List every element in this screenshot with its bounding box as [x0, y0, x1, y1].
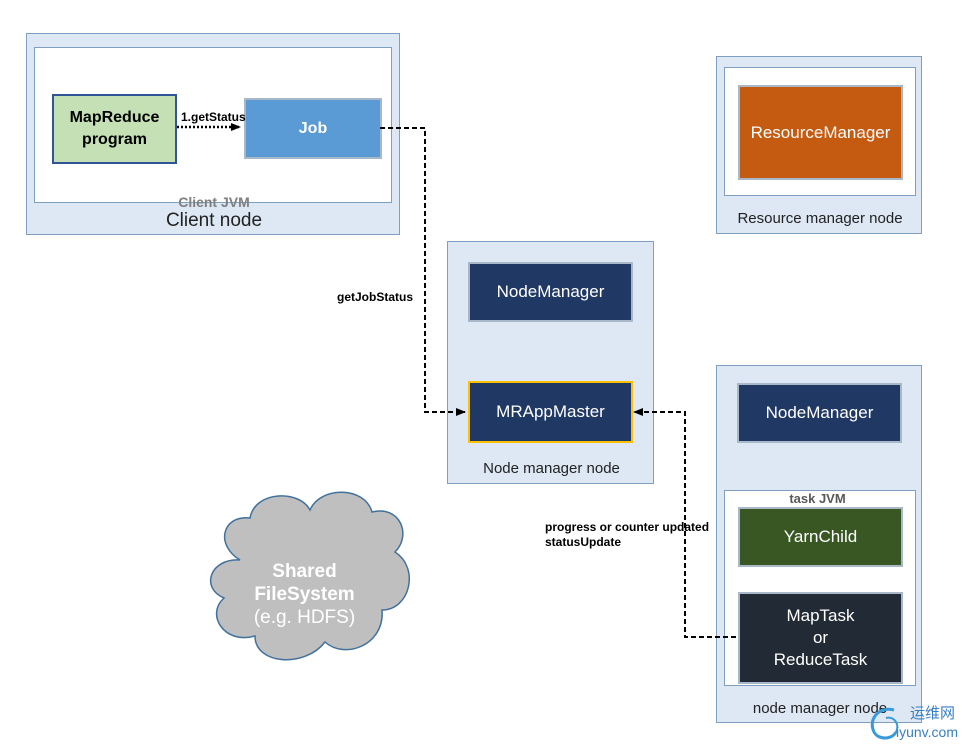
watermark-logo: 运维网 iyunv.com: [866, 700, 971, 746]
task-node-manager-box[interactable]: NodeManager: [737, 383, 902, 443]
filesystem-line3: (e.g. HDFS): [253, 607, 356, 628]
client-node: MapReduce program Job Client JVM Client …: [26, 33, 400, 235]
job-label: Job: [298, 119, 328, 137]
mapreduce-program-box[interactable]: MapReduce program: [52, 94, 177, 164]
resource-manager-box[interactable]: ResourceManager: [738, 85, 903, 180]
resource-manager-label: ResourceManager: [750, 122, 891, 142]
watermark-url: iyunv.com: [896, 724, 958, 740]
resource-manager-node-label: Resource manager node: [737, 210, 903, 227]
job-box[interactable]: Job: [244, 98, 382, 159]
get-status-label: 1.getStatus: [181, 110, 246, 124]
resource-manager-node: ResourceManager Resource manager node: [716, 56, 922, 234]
task-node-manager-label: NodeManager: [765, 403, 874, 422]
get-job-status-label: getJobStatus: [337, 290, 414, 304]
progress-label: progress or counter updated: [545, 520, 710, 534]
task-line3: ReduceTask: [773, 650, 868, 669]
node-manager-label: NodeManager: [496, 282, 605, 301]
filesystem-label: Shared FileSystem (e.g. HDFS): [222, 560, 387, 629]
task-node-label: node manager node: [752, 700, 888, 717]
program-line2: program: [82, 131, 147, 148]
mrappmaster-label: MRAppMaster: [496, 402, 605, 421]
map-reduce-task-box[interactable]: MapTask or ReduceTask: [738, 592, 903, 684]
status-update-label: statusUpdate: [545, 535, 622, 549]
client-node-label: Client node: [165, 210, 263, 231]
yarnchild-box[interactable]: YarnChild: [738, 507, 903, 567]
node-manager-node-label: Node manager node: [483, 460, 620, 477]
task-line2: or: [812, 628, 829, 647]
task-jvm-label: task JVM: [789, 491, 846, 506]
node-manager-node: NodeManager MRAppMaster Node manager nod…: [447, 241, 654, 484]
node-manager-box[interactable]: NodeManager: [468, 262, 633, 322]
filesystem-line1: Shared: [272, 561, 337, 582]
watermark-swirl-icon: [870, 707, 899, 740]
resource-manager-inner: ResourceManager: [724, 67, 916, 196]
task-jvm: task JVM YarnChild MapTask or ReduceTask: [724, 490, 916, 686]
task-line1: MapTask: [786, 606, 855, 625]
program-line1: MapReduce: [69, 109, 160, 126]
client-jvm: MapReduce program Job Client JVM: [34, 47, 392, 210]
filesystem-line2: FileSystem: [254, 584, 355, 605]
mrappmaster-box[interactable]: MRAppMaster: [468, 381, 633, 443]
watermark-cn: 运维网: [910, 704, 956, 722]
yarnchild-label: YarnChild: [783, 527, 858, 546]
task-node-manager-node: NodeManager task JVM YarnChild MapTask o…: [716, 365, 922, 723]
client-jvm-label: Client JVM: [178, 194, 250, 210]
